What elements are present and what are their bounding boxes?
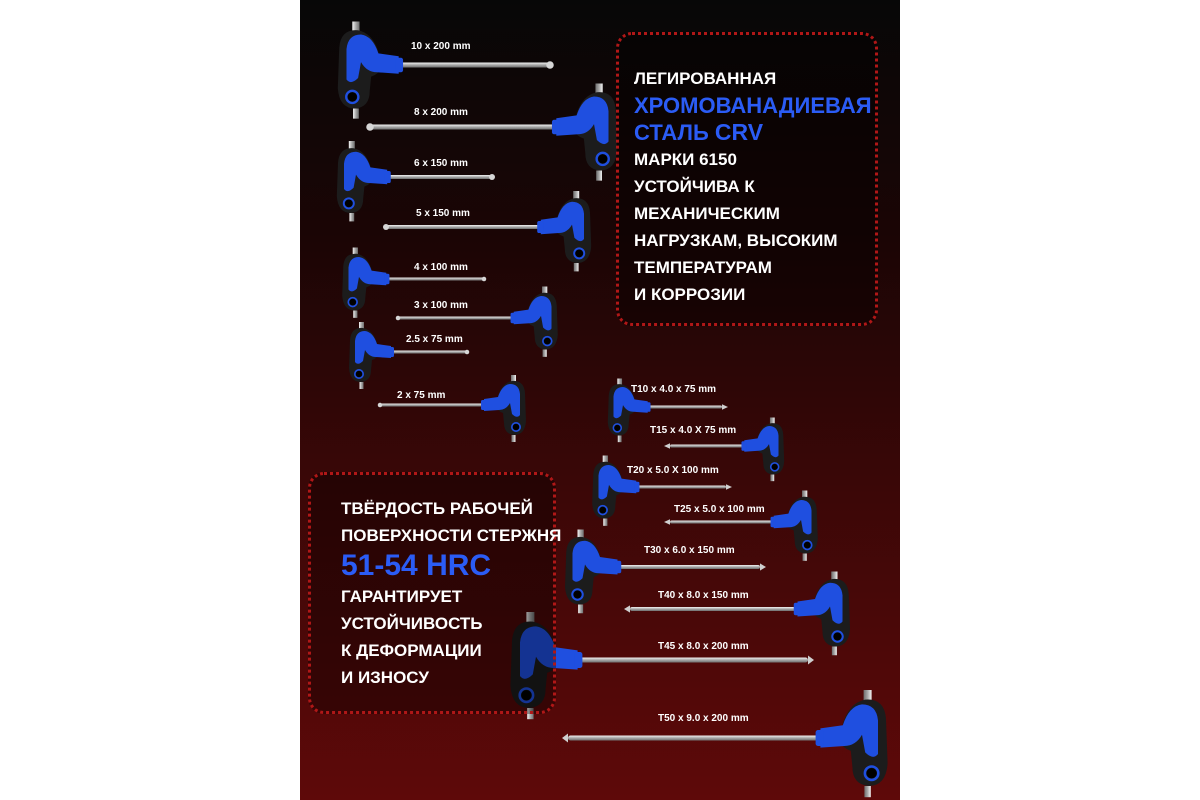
hex-key-3x100 bbox=[395, 286, 558, 357]
crv-highlight: CRV bbox=[714, 119, 764, 145]
steel-info-box: ЛЕГИРОВАННАЯ ХРОМОВАНАДИЕВАЯ СТАЛЬ CRV М… bbox=[616, 32, 878, 326]
hex-key-6x150 bbox=[336, 141, 495, 222]
hex-key-label: 4 x 100 mm bbox=[414, 262, 468, 273]
steel-line: УСТОЙЧИВА К bbox=[634, 177, 755, 196]
torx-key-t50 bbox=[562, 690, 888, 798]
hardness-info-box: ТВЁРДОСТЬ РАБОЧЕЙ ПОВЕРХНОСТИ СТЕРЖНЯ 51… bbox=[308, 472, 562, 714]
steel-highlight: ХРОМОВАНАДИЕВАЯ bbox=[634, 93, 872, 118]
hex-key-2x75 bbox=[377, 375, 526, 442]
torx-key-t40 bbox=[624, 571, 850, 656]
steel-line: ТЕМПЕРАТУРАМ bbox=[634, 258, 772, 277]
steel-grade-line: СТАЛЬ CRV bbox=[634, 119, 875, 146]
hex-key-8x200 bbox=[366, 83, 618, 181]
torx-key-t15 bbox=[664, 417, 785, 482]
hex-key-label: 2 x 75 mm bbox=[397, 390, 446, 401]
torx-key-label: T10 x 4.0 x 75 mm bbox=[631, 384, 717, 395]
torx-key-label: T45 x 8.0 x 200 mm bbox=[658, 641, 749, 652]
torx-key-label: T30 x 6.0 x 150 mm bbox=[644, 545, 735, 556]
hardness-line: К ДЕФОРМАЦИИ bbox=[341, 641, 482, 660]
hex-key-label: 3 x 100 mm bbox=[414, 300, 468, 311]
torx-key-t10 bbox=[607, 378, 728, 443]
steel-line: НАГРУЗКАМ, ВЫСОКИМ bbox=[634, 231, 838, 250]
torx-key-label: T15 x 4.0 X 75 mm bbox=[650, 425, 737, 436]
steel-line: МАРКИ 6150 bbox=[634, 150, 737, 169]
hardness-line: ТВЁРДОСТЬ РАБОЧЕЙ bbox=[341, 499, 533, 518]
steel-line: МЕХАНИЧЕСКИМ bbox=[634, 204, 780, 223]
hardness-value: 51-54 HRC bbox=[341, 549, 492, 582]
hex-key-label: 2.5 x 75 mm bbox=[406, 334, 463, 345]
torx-key-t20 bbox=[592, 455, 732, 526]
product-infographic: 10 x 200 mm 8 x 200 mm 6 x 150 mm 5 x 15… bbox=[300, 0, 900, 800]
hardness-line: УСТОЙЧИВОСТЬ bbox=[341, 614, 483, 633]
hardness-line: ПОВЕРХНОСТИ СТЕРЖНЯ bbox=[341, 526, 562, 545]
torx-key-t30 bbox=[565, 529, 766, 614]
torx-key-label: T25 x 5.0 x 100 mm bbox=[674, 504, 765, 515]
hex-key-label: 5 x 150 mm bbox=[416, 208, 470, 219]
steel-line: ЛЕГИРОВАННАЯ bbox=[634, 69, 777, 88]
hardness-line: ГАРАНТИРУЕТ bbox=[341, 587, 463, 606]
torx-key-t25 bbox=[664, 490, 818, 561]
steel-line: И КОРРОЗИИ bbox=[634, 285, 746, 304]
hex-key-5x150 bbox=[383, 191, 592, 272]
hex-key-label: 8 x 200 mm bbox=[414, 107, 468, 118]
tools-illustration bbox=[336, 21, 888, 798]
torx-key-label: T20 x 5.0 X 100 mm bbox=[627, 465, 719, 476]
hardness-line: И ИЗНОСУ bbox=[341, 668, 429, 687]
hex-key-10x200 bbox=[337, 21, 554, 119]
hex-key-label: 10 x 200 mm bbox=[411, 41, 471, 52]
torx-key-label: T50 x 9.0 x 200 mm bbox=[658, 713, 749, 724]
hex-key-2.5x75 bbox=[349, 322, 470, 389]
hex-key-4x100 bbox=[342, 247, 487, 318]
steel-word: СТАЛЬ bbox=[634, 120, 715, 145]
hex-key-label: 6 x 150 mm bbox=[414, 158, 468, 169]
torx-key-label: T40 x 8.0 x 150 mm bbox=[658, 590, 749, 601]
